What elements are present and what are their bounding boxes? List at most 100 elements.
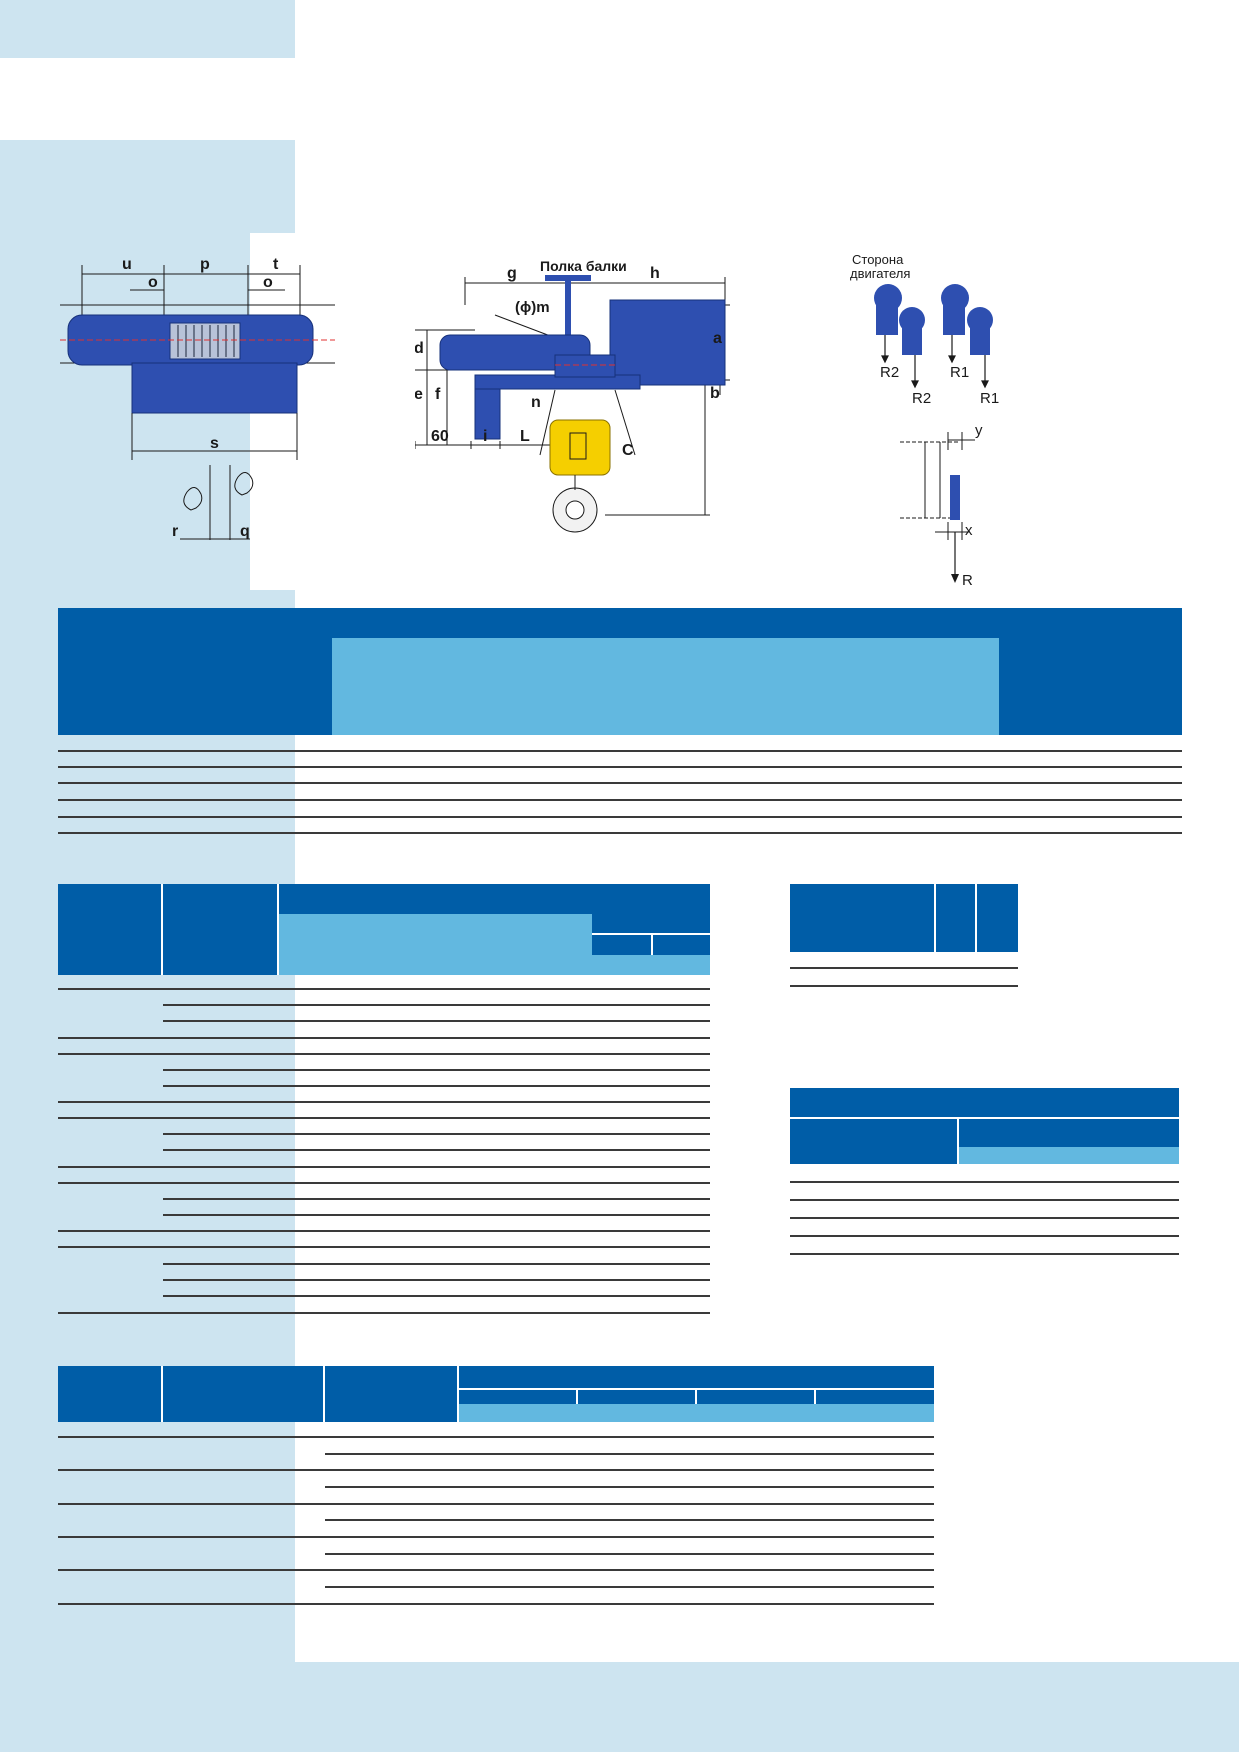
left-table-subheader <box>279 914 592 975</box>
small-table-col-divider <box>975 884 977 952</box>
motor-side-label-line1: Сторона <box>852 252 904 267</box>
left-table-row <box>58 1246 710 1248</box>
figure-loads-drawing: Сторона двигателя R2 R2 R1 R1 y x R <box>850 252 999 589</box>
main-table-row <box>58 832 1182 834</box>
right-table-row <box>790 1217 1179 1219</box>
dim-a-label: a <box>713 330 722 347</box>
dim-p-label: p <box>200 256 210 273</box>
bottom-table-row <box>325 1519 934 1521</box>
dim-h-label: h <box>650 265 660 282</box>
main-table-row <box>58 766 1182 768</box>
left-table-row <box>163 1263 710 1265</box>
left-table-row <box>58 1166 710 1168</box>
motor-side-label-line2: двигателя <box>850 266 910 281</box>
main-table-row <box>58 799 1182 801</box>
right-table-col-divider <box>957 1119 959 1164</box>
load-R-label: R <box>962 572 973 589</box>
small-table-col-divider <box>934 884 936 952</box>
left-table-col-divider <box>651 935 653 955</box>
left-table-row <box>163 1085 710 1087</box>
figure-side-view-drawing: Полка балки g h (ϕ)m a b d e f n 60 i L … <box>415 258 730 533</box>
left-table-col-divider <box>277 884 279 975</box>
right-table-col-divider <box>790 1117 1179 1119</box>
dim-y-label: y <box>975 422 983 439</box>
dim-g-label: g <box>507 265 517 282</box>
left-table-row <box>163 1020 710 1022</box>
left-table-col-divider <box>161 884 163 975</box>
bottom-table-row <box>58 1603 934 1605</box>
bottom-table-col-divider <box>814 1390 816 1404</box>
dim-C-label: C <box>622 442 634 459</box>
bottom-table-row <box>58 1536 934 1538</box>
bottom-table-subheader <box>459 1404 934 1422</box>
dim-n-label: n <box>531 394 541 411</box>
left-table-subheader-bar <box>592 955 710 975</box>
bottom-table-row <box>58 1469 934 1471</box>
dim-s-label: s <box>210 435 219 452</box>
left-table-row <box>58 988 710 990</box>
dim-u-label: u <box>122 256 132 273</box>
bottom-table-row <box>325 1453 934 1455</box>
left-table-row <box>58 1053 710 1055</box>
bottom-table-row <box>58 1436 934 1438</box>
bottom-table-col-divider <box>576 1390 578 1404</box>
right-table-row <box>790 1181 1179 1183</box>
left-table-row <box>58 1230 710 1232</box>
left-table-row <box>163 1279 710 1281</box>
dim-m-label: (ϕ)m <box>515 299 550 316</box>
dim-t-label: t <box>273 256 279 273</box>
figure-top-view-drawing: u p t o o s r q <box>60 256 335 540</box>
dim-60-label: 60 <box>431 428 449 445</box>
main-table-subheader <box>332 638 999 735</box>
right-table-subheader <box>959 1147 1179 1164</box>
left-table-row <box>163 1214 710 1216</box>
load-R1-a-label: R1 <box>950 364 969 381</box>
small-table-row <box>790 967 1018 969</box>
small-table-header <box>790 884 1018 952</box>
dim-b-label: b <box>710 385 720 402</box>
left-table-row <box>163 1295 710 1297</box>
dim-L-label: L <box>520 428 530 445</box>
bottom-table-col-divider <box>459 1388 934 1390</box>
dim-x-label: x <box>965 522 973 539</box>
bottom-table-row <box>325 1586 934 1588</box>
dim-d-label: d <box>415 340 424 357</box>
sidebar-top-block <box>0 0 295 58</box>
dim-o-right-label: o <box>263 274 273 291</box>
dim-i-label: i <box>483 428 487 445</box>
right-table-row <box>790 1253 1179 1255</box>
left-table-col-divider <box>592 933 710 935</box>
footer-band <box>295 1662 1239 1752</box>
left-table-row <box>163 1198 710 1200</box>
load-R2-b-label: R2 <box>912 390 931 407</box>
dim-q-label: q <box>240 523 250 540</box>
dim-f-label: f <box>435 386 441 403</box>
left-table-row <box>163 1069 710 1071</box>
left-table-row <box>58 1037 710 1039</box>
left-table-row <box>58 1312 710 1314</box>
bottom-table-col-divider <box>323 1366 325 1422</box>
flange-label: Полка балки <box>540 258 627 274</box>
left-table-row <box>58 1117 710 1119</box>
dim-e-label: e <box>415 386 423 403</box>
right-table-row <box>790 1199 1179 1201</box>
bottom-table-col-divider <box>695 1390 697 1404</box>
main-table-row <box>58 782 1182 784</box>
bottom-table-row <box>58 1503 934 1505</box>
left-table-row <box>163 1149 710 1151</box>
dim-r-label: r <box>172 523 178 540</box>
load-R2-a-label: R2 <box>880 364 899 381</box>
right-table-row <box>790 1235 1179 1237</box>
bottom-table-col-divider <box>457 1366 459 1422</box>
main-table-row <box>58 750 1182 752</box>
left-table-row <box>58 1182 710 1184</box>
load-R1-b-label: R1 <box>980 390 999 407</box>
dim-o-left-label: o <box>148 274 158 291</box>
main-table-row <box>58 816 1182 818</box>
bottom-table-row <box>325 1486 934 1488</box>
left-table-row <box>163 1004 710 1006</box>
bottom-table-col-divider <box>161 1366 163 1422</box>
bottom-table-row <box>325 1553 934 1555</box>
left-table-row <box>58 1101 710 1103</box>
left-table-row <box>163 1133 710 1135</box>
